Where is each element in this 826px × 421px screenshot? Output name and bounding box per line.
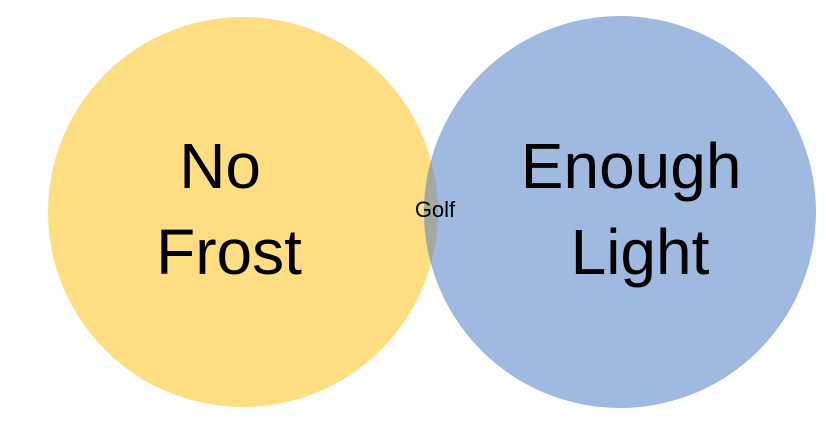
enough-light-label-line-1: Enough bbox=[521, 130, 742, 202]
enough-light-label: Enough Light bbox=[521, 130, 759, 288]
enough-light-label-line-2: Light bbox=[571, 216, 710, 288]
enough-light-circle bbox=[424, 16, 816, 408]
no-frost-label: No Frost bbox=[156, 130, 302, 288]
no-frost-label-line-1: No bbox=[179, 130, 261, 202]
golf-label: Golf bbox=[415, 197, 456, 222]
no-frost-label-line-2: Frost bbox=[156, 216, 302, 288]
no-frost-circle bbox=[48, 17, 438, 407]
